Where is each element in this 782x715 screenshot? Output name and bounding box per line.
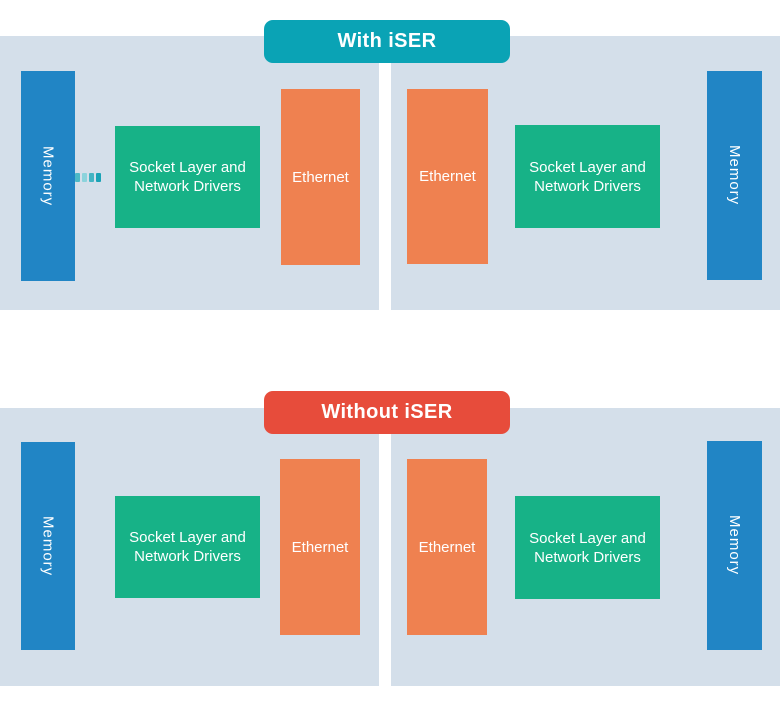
- memory-label: Memory: [39, 515, 57, 577]
- ethernet-block: Ethernet: [407, 89, 488, 264]
- socket-layer-block: Socket Layer and Network Drivers: [115, 496, 260, 598]
- memory-label: Memory: [39, 145, 57, 207]
- socket-layer-block: Socket Layer and Network Drivers: [115, 126, 260, 228]
- with-iser-left-host-panel: Memory Socket Layer and Network Drivers …: [0, 36, 379, 310]
- socket-layer-block: Socket Layer and Network Drivers: [515, 496, 660, 599]
- memory-label: Memory: [726, 145, 743, 206]
- ethernet-label: Ethernet: [291, 538, 349, 556]
- connector-dash: [82, 173, 87, 182]
- socket-layer-label-line1: Socket Layer and: [129, 159, 246, 176]
- socket-layer-label-line2: Network Drivers: [534, 177, 641, 195]
- socket-layer-block: Socket Layer and Network Drivers: [515, 125, 660, 228]
- memory-block: Memory: [21, 442, 75, 650]
- socket-layer-label-line2: Network Drivers: [134, 178, 241, 195]
- connector-dash: [89, 173, 94, 182]
- memory-dashed-connector-icon: [75, 173, 101, 182]
- ethernet-block: Ethernet: [280, 459, 360, 635]
- with-iser-right-host-panel: Ethernet Socket Layer and Network Driver…: [391, 36, 780, 310]
- with-iser-banner: With iSER: [264, 20, 510, 63]
- socket-layer-label: Socket Layer and Network Drivers: [529, 158, 646, 196]
- without-iser-right-host-panel: Ethernet Socket Layer and Network Driver…: [391, 408, 780, 686]
- ethernet-block: Ethernet: [407, 459, 487, 635]
- socket-layer-label-line1: Socket Layer and: [529, 529, 646, 547]
- ethernet-label: Ethernet: [419, 168, 476, 185]
- without-iser-banner: Without iSER: [264, 391, 510, 434]
- ethernet-block: Ethernet: [281, 89, 360, 265]
- socket-layer-label: Socket Layer and Network Drivers: [129, 528, 246, 566]
- memory-label: Memory: [726, 515, 743, 576]
- socket-layer-label-line1: Socket Layer and: [129, 529, 246, 546]
- with-iser-banner-title: With iSER: [337, 30, 437, 52]
- socket-layer-label-line2: Network Drivers: [534, 548, 641, 566]
- memory-block: Memory: [707, 71, 762, 280]
- memory-block: Memory: [707, 441, 762, 650]
- without-iser-left-host-panel: Memory Socket Layer and Network Drivers …: [0, 408, 379, 686]
- socket-layer-label: Socket Layer and Network Drivers: [129, 158, 246, 196]
- memory-block: Memory: [21, 71, 75, 281]
- connector-dash: [96, 173, 101, 182]
- without-iser-banner-title: Without iSER: [321, 401, 453, 423]
- socket-layer-label: Socket Layer and Network Drivers: [529, 529, 646, 567]
- socket-layer-label-line1: Socket Layer and: [529, 158, 646, 176]
- ethernet-label: Ethernet: [418, 538, 476, 556]
- socket-layer-label-line2: Network Drivers: [134, 548, 241, 565]
- ethernet-label: Ethernet: [292, 168, 349, 186]
- connector-dash: [75, 173, 80, 182]
